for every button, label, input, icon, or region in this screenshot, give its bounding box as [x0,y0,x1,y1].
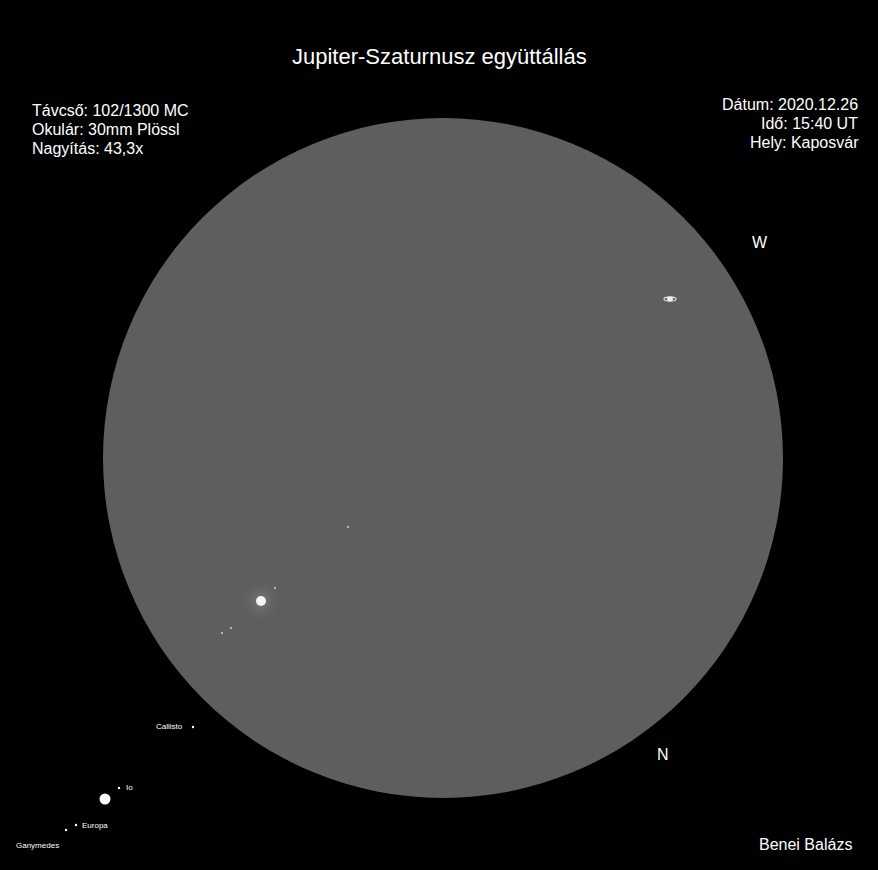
direction-west: W [752,234,767,252]
place-note: Hely: Kaposvár [750,134,859,152]
eyepiece-note: Okulár: 30mm Plössl [32,121,180,139]
moon-label: Ganymedes [16,841,59,850]
magnification-note: Nagyítás: 43,3x [32,140,143,158]
jupiter-moons [221,526,349,634]
inset-jupiter-system [65,726,194,831]
saturn [664,297,676,302]
field-of-view [103,118,783,798]
jupiter-glow [239,579,283,623]
time-note: Idő: 15:40 UT [761,115,858,133]
moon-label: Io [126,783,133,792]
moon-label: Callisto [156,722,182,731]
moon-label: Europa [82,821,108,830]
direction-north: N [657,746,669,764]
date-note: Dátum: 2020.12.26 [722,96,858,114]
author-credit: Benei Balázs [759,836,852,854]
telescope-note: Távcső: 102/1300 MC [32,102,189,120]
jupiter [256,596,266,606]
chart-title: Jupiter-Szaturnusz együttállás [292,44,587,69]
